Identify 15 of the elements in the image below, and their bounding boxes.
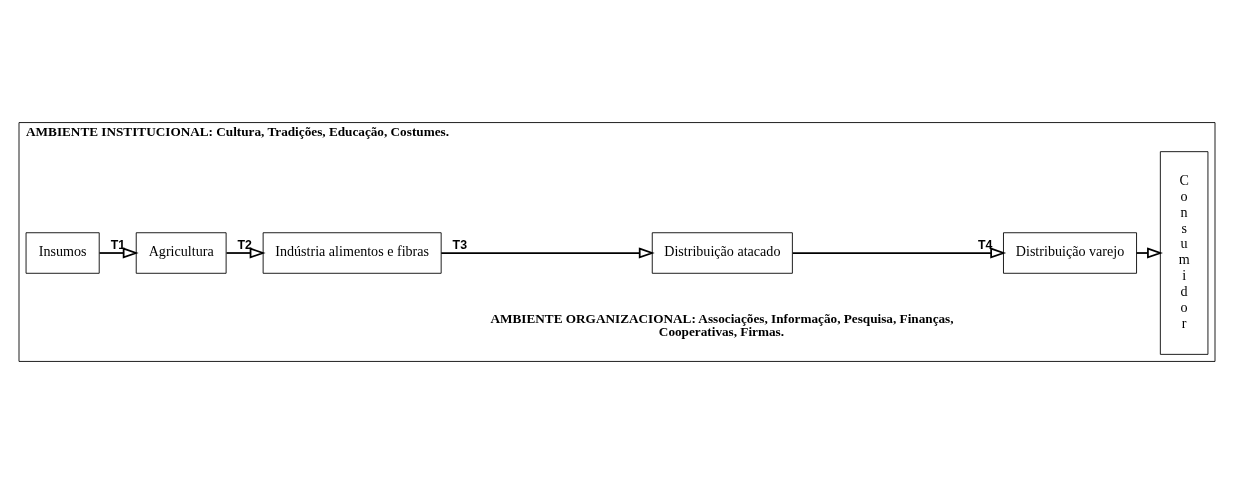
node-box: Insumos <box>25 232 100 274</box>
edge-label: T1 <box>110 237 126 252</box>
edge-label: T2 <box>237 237 252 252</box>
edge-label: T4 <box>977 237 993 252</box>
arrow <box>225 247 266 259</box>
arrow <box>98 247 139 259</box>
node-box: Distribuição atacado <box>651 232 793 274</box>
node-box: Agricultura <box>135 232 227 274</box>
node-box: Indústria alimentos e fibras <box>262 232 442 274</box>
arrow <box>440 247 655 259</box>
node-box: Distribuição varejo <box>1003 232 1137 274</box>
arrow <box>791 247 1007 259</box>
node-box: Consumidor <box>1159 151 1209 355</box>
edge-label: T3 <box>452 237 468 252</box>
arrow <box>1135 247 1163 259</box>
